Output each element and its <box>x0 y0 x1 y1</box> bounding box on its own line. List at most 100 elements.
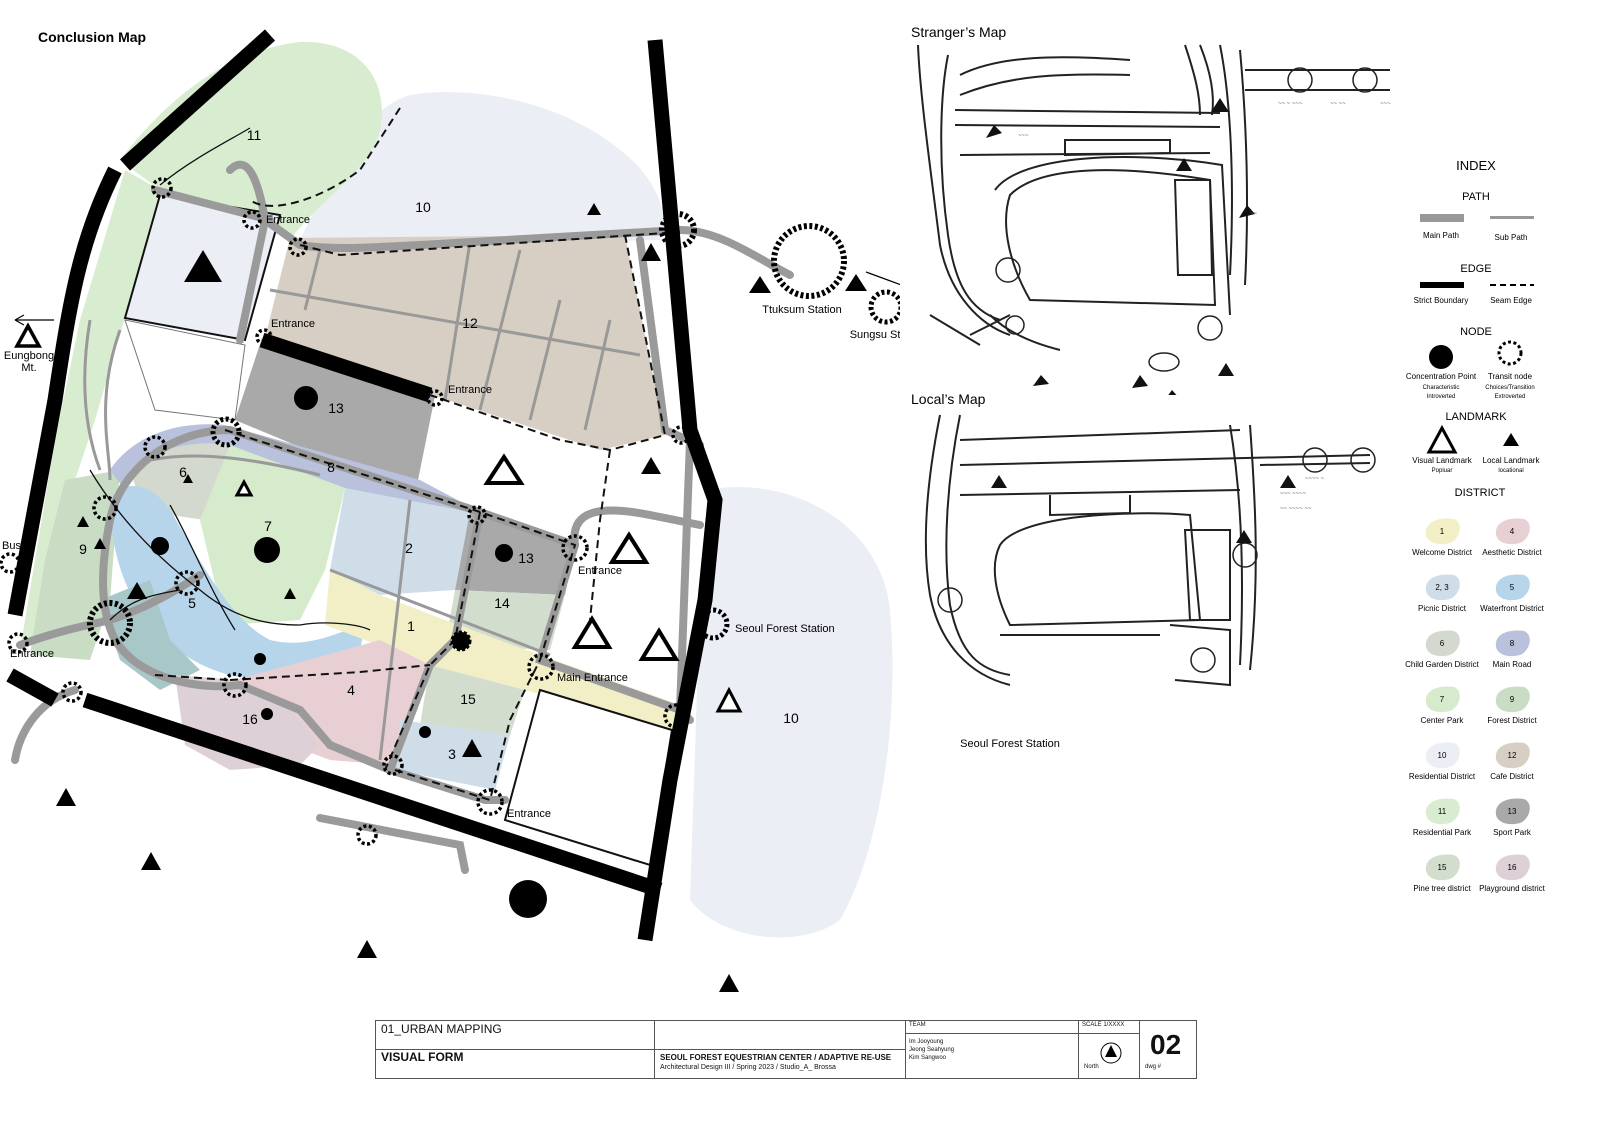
svg-text:~~ ~~~~ ~~: ~~ ~~~~ ~~ <box>1280 506 1312 512</box>
project-cell: SEOUL FOREST EQUESTRIAN CENTER / ADAPTIV… <box>655 1050 906 1078</box>
north-arrow-icon <box>1100 1042 1122 1064</box>
legend-node-heading: NODE <box>1460 326 1492 338</box>
district-swatch <box>1495 686 1530 713</box>
section-cell: 01_URBAN MAPPING <box>376 1021 655 1050</box>
dwg-cell: 02 dwg # <box>1140 1021 1196 1078</box>
district-swatch-label: Center Park <box>1421 716 1465 725</box>
entrance-label: Entrance <box>448 384 492 396</box>
stranger-map-circles <box>995 67 1378 372</box>
legend-transit-sub1: Choices/Transition <box>1485 385 1534 391</box>
district-number: 12 <box>462 315 478 331</box>
local-map-notes: ~~~~ ~ ~~~ ~~~~ ~~ ~~~~ ~~ <box>1280 476 1325 512</box>
district-numbers: 1 2 3 4 5 6 7 8 9 10 10 11 12 13 13 14 1… <box>79 127 799 762</box>
legend-title: INDEX <box>1456 158 1496 173</box>
district-swatch-number: 9 <box>1510 695 1515 704</box>
transit-node-swatch <box>1497 340 1523 366</box>
district-swatch-number: 15 <box>1438 863 1447 872</box>
legend-local-landmark-label: Local Landmark <box>1483 456 1541 465</box>
transit-nodes <box>0 177 900 846</box>
district-swatch-label: Pine tree district <box>1413 884 1471 893</box>
team-header <box>906 1021 1078 1034</box>
district-swatch-label: Residential District <box>1409 772 1476 781</box>
district-swatch-number: 12 <box>1508 751 1517 760</box>
district-swatch <box>1425 742 1460 769</box>
district-number: 6 <box>179 464 187 480</box>
concentration-point-swatch <box>1429 345 1453 369</box>
district-swatch-number: 8 <box>1510 639 1515 648</box>
district-number: 1 <box>407 618 415 634</box>
district-15-fill <box>420 665 525 735</box>
svg-text:~~~: ~~~ <box>1380 101 1391 107</box>
legend-transit-sub2: Extroverted <box>1495 394 1526 400</box>
district-number: 10 <box>415 199 431 215</box>
team-member: Jeong Seahyung <box>909 1047 955 1053</box>
svg-text:~~~: ~~~ <box>1018 133 1029 139</box>
visual-landmarks <box>14 322 743 713</box>
district-number: 13 <box>518 550 534 566</box>
local-landmark-swatch <box>1503 433 1519 446</box>
entrance-label: Entrance <box>266 214 310 226</box>
district-swatch-number: 4 <box>1510 527 1515 536</box>
district-number: 3 <box>448 746 456 762</box>
team-label: TEAM <box>909 1022 926 1028</box>
district-swatch-number: 13 <box>1508 807 1517 816</box>
district-swatch-label: Forest District <box>1487 716 1537 725</box>
district-swatch <box>1495 574 1530 601</box>
district-7-fill <box>200 445 345 625</box>
visual-landmark-swatch <box>1426 424 1458 454</box>
district-swatch-number: 16 <box>1508 863 1517 872</box>
scale-cell: SCALE 1/XXXX North <box>1079 1021 1140 1078</box>
legend-main-path-label: Main Path <box>1423 231 1459 240</box>
main-path-swatch <box>1420 214 1464 222</box>
blank-cell <box>655 1021 906 1050</box>
svg-text:~~~ ~~~~: ~~~ ~~~~ <box>1280 491 1307 497</box>
local-map-circles <box>937 447 1376 673</box>
legend-local-landmark-sub: locational <box>1498 468 1523 474</box>
svg-text:~~~~ ~: ~~~~ ~ <box>1305 476 1325 482</box>
strict-boundary-swatch <box>1420 282 1464 288</box>
sub-paths <box>83 241 641 761</box>
team-member: Kim Sangwoo <box>909 1055 947 1061</box>
legend-seam-edge-label: Seam Edge <box>1490 296 1532 305</box>
district-swatch-number: 2, 3 <box>1435 583 1449 592</box>
sketch-lines <box>89 127 371 631</box>
district-1-fill <box>325 570 680 730</box>
dwg-number: 02 <box>1150 1029 1182 1060</box>
strict-boundaries <box>6 29 723 942</box>
local-map-title: Local’s Map <box>911 391 986 407</box>
district-swatch <box>1495 630 1530 657</box>
legend-transit-label: Transit node <box>1488 372 1533 381</box>
legend-landmark-heading: LANDMARK <box>1445 411 1507 423</box>
bus-label: Bus <box>2 540 21 552</box>
stranger-map-sketch <box>917 44 1390 351</box>
district-10-east-fill <box>690 487 893 938</box>
entrance-label: Entrance <box>271 318 315 330</box>
district-12-fill <box>265 235 665 450</box>
district-swatch <box>1495 854 1530 881</box>
svg-text:~~: ~~ <box>1250 211 1258 217</box>
district-swatch <box>1495 742 1530 769</box>
district-number: 11 <box>247 127 262 143</box>
stranger-map-notes: ~~ ~ ~~~ ~~ ~~ ~~~ ~~~ ~~ <box>1018 101 1391 217</box>
seoul-forest-station-label: Seoul Forest Station <box>735 623 835 635</box>
district-11-fill <box>120 41 382 241</box>
place-labels: Entrance Entrance Entrance Entrance Entr… <box>2 214 900 820</box>
district-swatch-label: Cafe District <box>1490 772 1534 781</box>
legend-path-heading: PATH <box>1462 191 1490 203</box>
legend-concentration-label: Concentration Point <box>1406 372 1477 381</box>
stranger-map-title: Stranger’s Map <box>911 24 1006 40</box>
district-swatch <box>1425 798 1460 825</box>
sheet-title-cell: VISUAL FORM <box>376 1050 655 1078</box>
district-number: 2 <box>405 540 413 556</box>
local-map-station-label: Seoul Forest Station <box>960 738 1060 750</box>
local-map-landmarks <box>991 475 1296 543</box>
district-swatch-label: Aesthetic District <box>1482 548 1542 557</box>
local-landmarks <box>56 203 867 992</box>
direction-arrows <box>14 271 900 326</box>
district-5-fill <box>110 486 365 679</box>
district-number: 5 <box>188 595 196 611</box>
district-number: 14 <box>494 595 510 611</box>
district-swatch-label: Welcome District <box>1412 548 1473 557</box>
district-swatch <box>1495 798 1530 825</box>
title-block: 01_URBAN MAPPING VISUAL FORM SEOUL FORES… <box>375 1020 1197 1079</box>
